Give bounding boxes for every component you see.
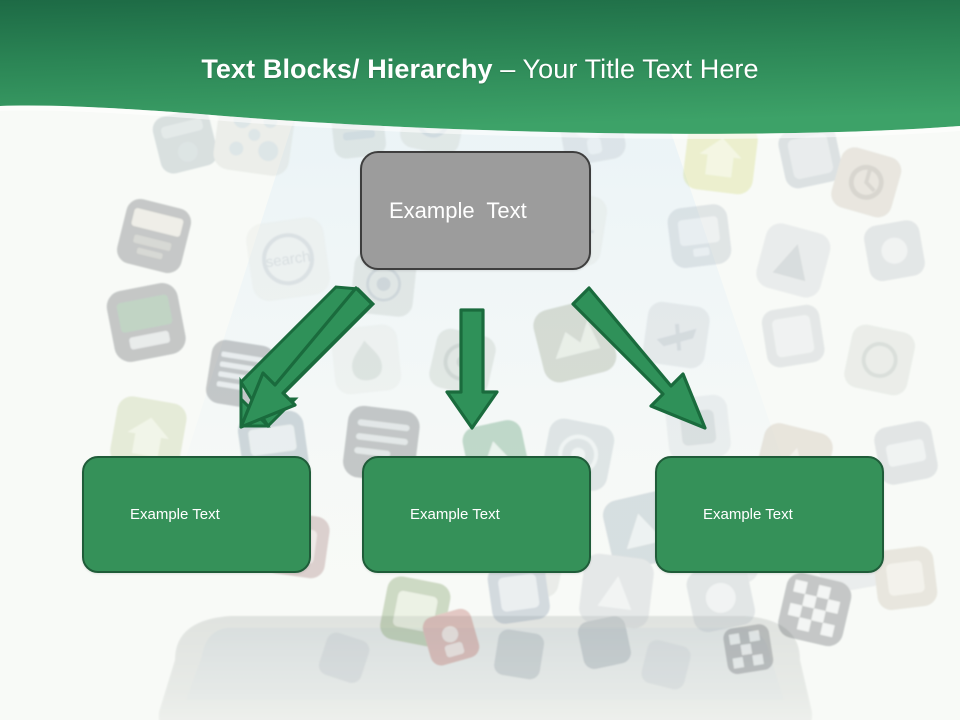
- header-band: [0, 0, 960, 140]
- arrow-down-left-icon: [239, 285, 376, 429]
- hierarchy-child-box-1[interactable]: Example Text: [82, 456, 311, 573]
- page-title-light: Your Title Text Here: [522, 54, 759, 84]
- hierarchy-child-label-1: Example Text: [130, 506, 220, 523]
- page-title: Text Blocks/ Hierarchy – Your Title Text…: [0, 52, 960, 86]
- arrow-down-right-icon: [571, 286, 707, 430]
- svg-text:search: search: [265, 248, 312, 271]
- hierarchy-child-box-3[interactable]: Example Text: [655, 456, 884, 573]
- page-title-separator: –: [500, 54, 523, 84]
- hierarchy-child-label-3: Example Text: [703, 506, 793, 523]
- hierarchy-parent-label: Example Text: [389, 197, 527, 223]
- arrow-down-icon: [445, 308, 499, 430]
- page-title-bold: Text Blocks/ Hierarchy: [201, 54, 501, 84]
- hierarchy-parent-box[interactable]: Example Text: [360, 151, 591, 270]
- hierarchy-child-box-2[interactable]: Example Text: [362, 456, 591, 573]
- hierarchy-child-label-2: Example Text: [410, 506, 500, 523]
